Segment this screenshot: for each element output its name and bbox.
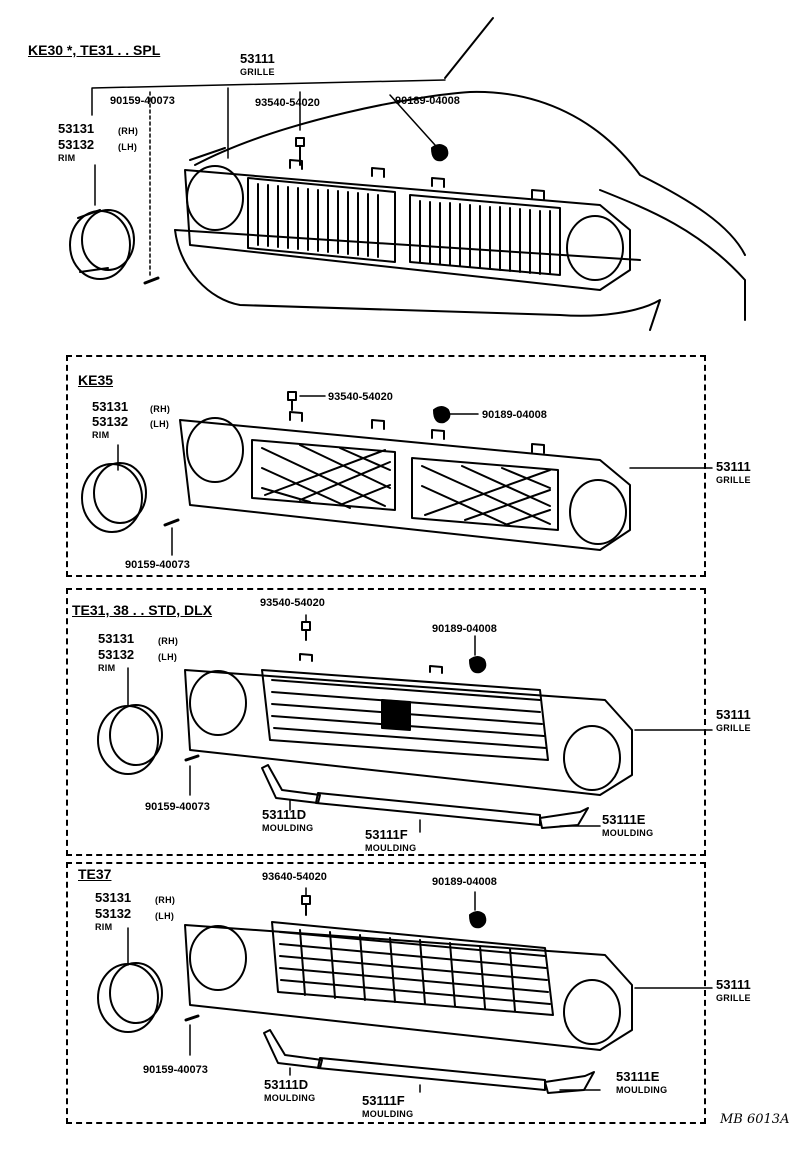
- section2-lh-tag: (LH): [150, 419, 170, 429]
- section2-header: KE35: [78, 372, 114, 388]
- section2-rim-rh-number: 53131: [92, 399, 129, 414]
- section1-rim-lh-number: 53132: [58, 137, 95, 152]
- section3-grille: [184, 653, 633, 796]
- section3-clip-number: 90159-40073: [145, 801, 210, 813]
- section3-moulding-e-word: MOULDING: [602, 828, 654, 838]
- section4-mouldings: [263, 1029, 595, 1094]
- section1-clip-number: 90159-40073: [110, 95, 175, 107]
- section3-fasteners: [184, 621, 487, 762]
- section2-rim: [81, 462, 147, 533]
- section4-screw-number: 93640-54020: [262, 871, 327, 883]
- section4-moulding-f-number: 53111F: [362, 1093, 405, 1108]
- section1-rim-word: RIM: [58, 153, 76, 163]
- section2-leaders: [117, 395, 713, 556]
- section1-nut-number: 90189-04008: [395, 95, 460, 107]
- section4-rim-rh-number: 53131: [95, 890, 132, 905]
- section3-grille-number: 53111: [716, 707, 751, 722]
- section2-rim-word: RIM: [92, 430, 110, 440]
- section1-grille: [184, 159, 631, 291]
- section4-grille-number: 53111: [716, 977, 751, 992]
- section1-leaders: [91, 79, 446, 279]
- section3-lh-tag: (LH): [158, 652, 178, 662]
- section2-grille-word: GRILLE: [716, 475, 751, 485]
- section3-rh-tag: (RH): [158, 636, 179, 646]
- section1-rim: [69, 209, 135, 280]
- section3-moulding-f-word: MOULDING: [365, 843, 417, 853]
- section3-header: TE31, 38 . . STD, DLX: [72, 602, 213, 618]
- section1-car-body: [174, 17, 746, 331]
- section4-fasteners: [184, 895, 487, 1022]
- section3-rim-rh-number: 53131: [98, 631, 135, 646]
- section2-nut-number: 90189-04008: [482, 409, 547, 421]
- section4-grille: [184, 921, 633, 1051]
- section4-clip-number: 90159-40073: [143, 1064, 208, 1076]
- section3-moulding-f-number: 53111F: [365, 827, 408, 842]
- section3-screw-number: 93540-54020: [260, 597, 325, 609]
- section3-leaders: [127, 614, 713, 833]
- drawing-code: MB 6013A: [720, 1112, 790, 1127]
- section4-moulding-e-word: MOULDING: [616, 1085, 668, 1095]
- section3-moulding-d-number: 53111D: [262, 807, 307, 822]
- section2-grille-number: 53111: [716, 459, 751, 474]
- section1-lh-tag: (LH): [118, 142, 138, 152]
- section3-moulding-d-word: MOULDING: [262, 823, 314, 833]
- section1-rim-rh-number: 53131: [58, 121, 95, 136]
- section3-box: [66, 588, 706, 856]
- section4-moulding-f-word: MOULDING: [362, 1109, 414, 1119]
- section1-grille-number: 53111: [240, 51, 275, 66]
- section2-rh-tag: (RH): [150, 404, 171, 414]
- section2-screw-number: 93540-54020: [328, 391, 393, 403]
- section4-box: [66, 862, 706, 1124]
- section3-mouldings: [261, 764, 589, 829]
- section4-rh-tag: (RH): [155, 895, 176, 905]
- section2-clip-number: 90159-40073: [125, 559, 190, 571]
- section4-moulding-d-number: 53111D: [264, 1077, 309, 1092]
- section1-screw-number: 93540-54020: [255, 97, 320, 109]
- section1-header: KE30 *, TE31 . . SPL: [28, 42, 161, 58]
- section1-rh-tag: (RH): [118, 126, 139, 136]
- section2-rim-lh-number: 53132: [92, 414, 129, 429]
- section4-lh-tag: (LH): [155, 911, 175, 921]
- section4-grille-word: GRILLE: [716, 993, 751, 1003]
- section2-box: [66, 355, 706, 577]
- section4-rim-lh-number: 53132: [95, 906, 132, 921]
- section3-grille-word: GRILLE: [716, 723, 751, 733]
- section3-moulding-e-number: 53111E: [602, 812, 646, 827]
- section3-rim-lh-number: 53132: [98, 647, 135, 662]
- section1-fasteners: [143, 137, 449, 285]
- section1-grille-word: GRILLE: [240, 67, 275, 77]
- section4-leaders: [127, 887, 713, 1093]
- section4-rim-word: RIM: [95, 922, 113, 932]
- section4-moulding-d-word: MOULDING: [264, 1093, 316, 1103]
- section4-moulding-e-number: 53111E: [616, 1069, 660, 1084]
- section4-header: TE37: [78, 866, 112, 882]
- section2-fasteners: [163, 391, 451, 527]
- section3-rim-word: RIM: [98, 663, 116, 673]
- section2-grille: [179, 411, 631, 551]
- section4-nut-number: 90189-04008: [432, 876, 497, 888]
- section3-nut-number: 90189-04008: [432, 623, 497, 635]
